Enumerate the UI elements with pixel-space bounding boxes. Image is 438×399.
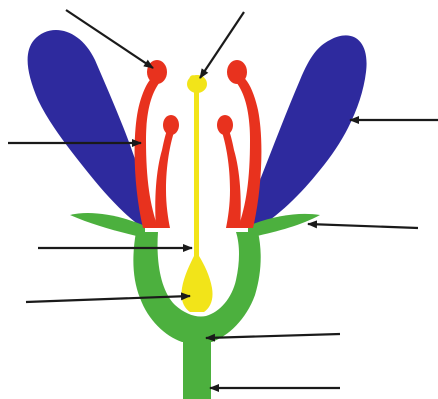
stamen-inner-left	[155, 128, 174, 228]
anther-outer-right	[227, 60, 247, 84]
pointer-receptacle	[206, 334, 340, 338]
anther-outer-left	[147, 60, 167, 84]
pistil	[181, 75, 212, 312]
anther-inner-right	[217, 115, 233, 135]
pointer-sepal	[308, 224, 418, 228]
stamen-inner-right	[222, 128, 241, 228]
petal-left	[28, 30, 147, 228]
anther-inner-left	[163, 115, 179, 135]
petal-right	[248, 35, 367, 232]
stigma	[187, 75, 207, 93]
stem	[183, 336, 211, 399]
